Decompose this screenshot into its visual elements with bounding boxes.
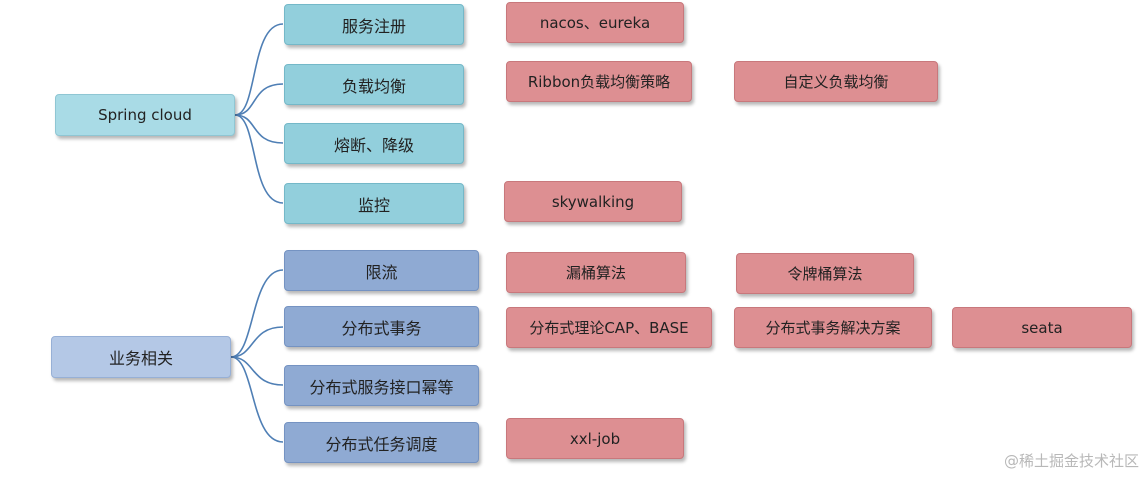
detail-leaky-bucket: 漏桶算法: [506, 252, 686, 293]
connector-biz-idempotent: [230, 356, 284, 386]
connector-biz-transaction: [230, 326, 284, 358]
node-idempotent-interface: 分布式服务接口幂等: [284, 365, 479, 406]
connector-cloud-lb: [234, 83, 284, 116]
detail-xxl-job: xxl-job: [506, 418, 684, 459]
detail-custom-load-balance: 自定义负载均衡: [734, 61, 938, 102]
detail-seata: seata: [952, 307, 1132, 348]
connector-biz-ratelimit: [230, 269, 284, 358]
detail-skywalking: skywalking: [504, 181, 682, 222]
watermark: @稀土掘金技术社区: [1003, 452, 1139, 470]
connector-cloud-registry: [234, 23, 284, 116]
connector-cloud-monitor: [234, 114, 284, 204]
detail-token-bucket: 令牌桶算法: [736, 253, 914, 294]
root-node-business: 业务相关: [51, 336, 231, 378]
node-load-balance: 负载均衡: [284, 64, 464, 105]
node-service-registry: 服务注册: [284, 4, 464, 45]
connector-biz-scheduling: [230, 356, 284, 443]
detail-transaction-solution: 分布式事务解决方案: [734, 307, 932, 348]
connector-cloud-breaker: [234, 114, 284, 144]
detail-ribbon-strategy: Ribbon负载均衡策略: [506, 61, 692, 102]
node-rate-limit: 限流: [284, 250, 479, 291]
node-distributed-transaction: 分布式事务: [284, 306, 479, 347]
root-node-spring-cloud: Spring cloud: [55, 94, 235, 136]
node-circuit-breaker: 熔断、降级: [284, 123, 464, 164]
detail-nacos-eureka: nacos、eureka: [506, 2, 684, 43]
node-monitoring: 监控: [284, 183, 464, 224]
detail-cap-base: 分布式理论CAP、BASE: [506, 307, 712, 348]
node-distributed-scheduling: 分布式任务调度: [284, 422, 479, 463]
